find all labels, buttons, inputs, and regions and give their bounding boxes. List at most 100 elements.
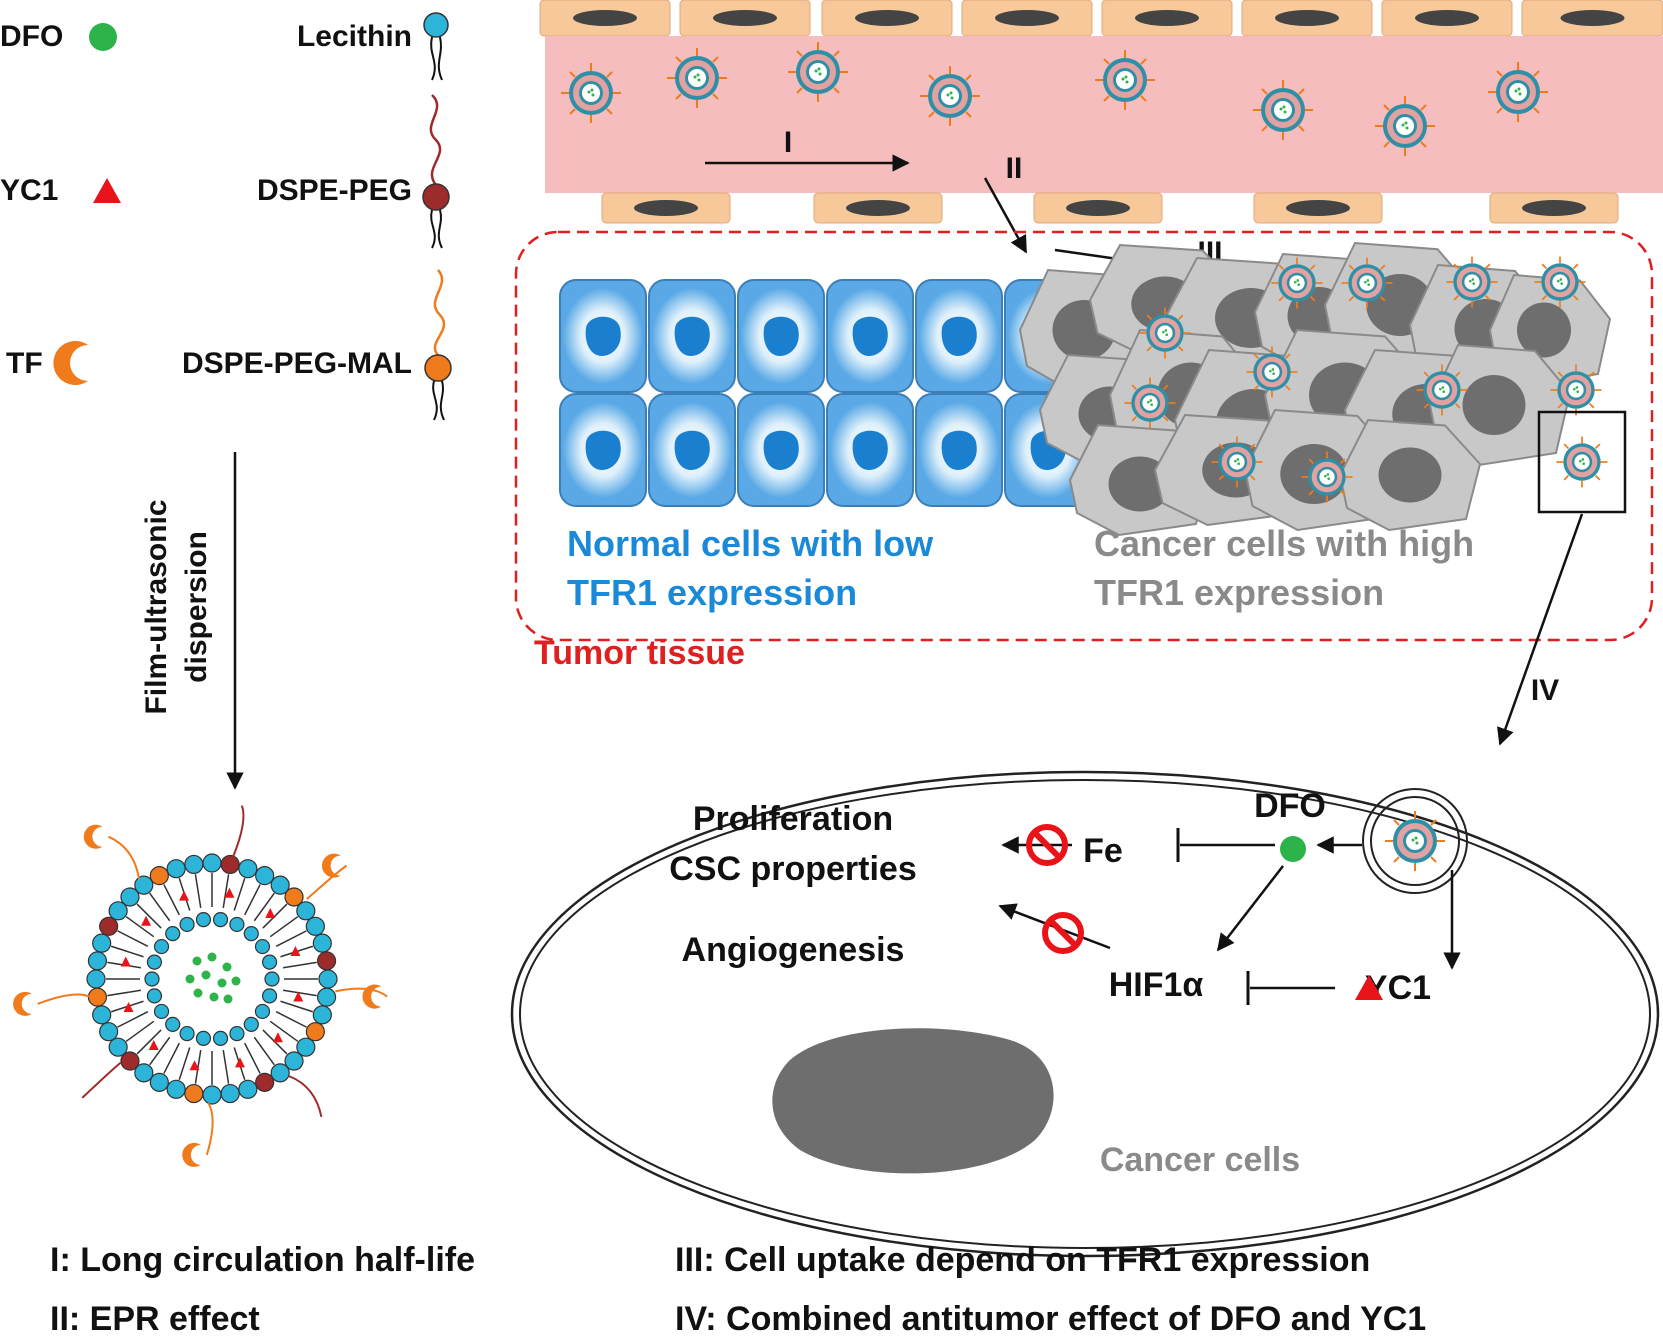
yc1-drug	[293, 991, 304, 1002]
dfo-drug	[192, 956, 202, 966]
yc1-drug	[120, 956, 131, 967]
lipid-tail	[244, 884, 261, 916]
dfo-to-hif-arrow	[1216, 865, 1284, 952]
peg-chain	[37, 993, 90, 1005]
lipid-tail	[163, 1042, 180, 1074]
lipid-head	[296, 901, 316, 921]
tf-ligand	[83, 824, 103, 849]
lipid-head	[229, 916, 245, 933]
lipid-tail	[275, 1011, 307, 1028]
lipid-head	[134, 1063, 154, 1083]
yc1-drug	[224, 887, 235, 898]
cancer-cells-label: Cancer cells	[1100, 1141, 1300, 1179]
dfo-drug	[217, 978, 227, 988]
lipid-head	[87, 987, 108, 1007]
normal-cell-nucleus	[674, 430, 710, 470]
footer-step-ii: II: EPR effect	[50, 1300, 260, 1338]
yc1-drug	[272, 1032, 283, 1043]
endothelial-nucleus	[1275, 10, 1339, 26]
lipid-head	[134, 875, 154, 895]
lipid-head	[305, 916, 325, 936]
dfo-drug	[222, 962, 232, 972]
lipid-head	[146, 954, 163, 970]
lipid-tail	[253, 892, 275, 922]
cancer-cell-nucleus	[1517, 302, 1571, 358]
yc1-drug	[141, 915, 152, 926]
lipid-head	[261, 988, 278, 1004]
endothelial-nucleus	[1286, 200, 1350, 216]
lipid-tail	[222, 874, 230, 909]
circulating-nanoparticle	[1487, 61, 1549, 123]
lipid-head	[220, 1083, 240, 1104]
angiogenesis-label: Angiogenesis	[682, 931, 905, 969]
normal-cell-nucleus	[941, 430, 977, 470]
circulating-nanoparticle	[1252, 79, 1314, 141]
tf-crescent-icon	[53, 340, 88, 385]
lipid-head	[312, 1005, 332, 1025]
lipid-head	[99, 916, 119, 936]
legend-tf-label: TF	[6, 347, 43, 380]
dfo-cell-label: DFO	[1254, 787, 1326, 825]
lipid-tail	[282, 961, 317, 969]
lipid-head	[92, 933, 112, 953]
endothelial-nucleus	[634, 200, 698, 216]
arrow-step-iv	[1497, 513, 1584, 746]
lipid-tail	[136, 1029, 162, 1055]
lipid-tail	[280, 1000, 314, 1013]
legend-lecithin-label: Lecithin	[297, 20, 412, 53]
legend-dspe-peg-mal-label: DSPE-PEG-MAL	[182, 347, 412, 380]
lipid-head	[284, 887, 304, 907]
blood-vessel: I II III	[539, 0, 1663, 287]
tf-ligand	[362, 984, 382, 1009]
lipid-head	[270, 875, 290, 895]
yc1-drug	[123, 1001, 134, 1012]
tf-ligand	[182, 1142, 201, 1167]
lipid-head	[153, 938, 170, 955]
tumor-tissue: Normal cells with low TFR1 expression Ca…	[514, 230, 1654, 672]
lipid-tail	[136, 903, 162, 929]
tf-ligand	[321, 853, 341, 878]
dfo-drug	[231, 976, 241, 986]
circulating-nanoparticle	[1094, 49, 1156, 111]
normal-cell-nucleus	[763, 316, 799, 356]
tumor-tissue-boundary	[514, 230, 1654, 642]
lipid-head	[195, 1030, 212, 1046]
normal-cell-nucleus	[585, 316, 621, 356]
proliferation-label: Proliferation	[693, 800, 893, 838]
lipid-head	[99, 1022, 119, 1042]
zoom-box	[1537, 410, 1627, 514]
dfo-drug	[193, 988, 203, 998]
normal-cell-nucleus	[674, 316, 710, 356]
peg-chain	[232, 805, 245, 858]
peg-chain	[108, 835, 141, 879]
lipid-head	[305, 1022, 325, 1042]
lipid-head	[202, 1085, 222, 1105]
lipid-head	[166, 1079, 186, 1099]
cancer-cell-detail: Proliferation CSC properties Angiogenesi…	[510, 770, 1660, 1258]
lipid-head	[255, 866, 275, 886]
lipid-head	[318, 969, 338, 989]
lipid-tail	[262, 903, 288, 929]
lipid-head	[146, 988, 163, 1004]
cancer-cells-line1: Cancer cells with high	[1094, 523, 1474, 564]
lipid-tail	[194, 1049, 202, 1084]
lipid-head	[270, 1063, 290, 1083]
footer-legend: I: Long circulation half-life II: EPR ef…	[50, 1241, 1426, 1338]
lipid-tail	[149, 892, 171, 922]
lipid-head	[312, 933, 332, 953]
peg-chain	[335, 987, 388, 998]
normal-cells-line1: Normal cells with low	[567, 523, 934, 564]
lipid-head	[212, 912, 229, 928]
legend-dspe-peg-label: DSPE-PEG	[257, 174, 412, 207]
tf-ligand	[13, 991, 32, 1016]
normal-cells-grid	[559, 279, 1092, 507]
dfo-drug	[207, 952, 217, 962]
yc1-drug	[179, 890, 190, 901]
lipid-head	[120, 1051, 140, 1071]
lipid-head	[243, 926, 259, 942]
endothelial-nucleus	[1415, 10, 1479, 26]
dspe-peg-mal-icon	[424, 269, 452, 421]
hif1a-label: HIF1α	[1109, 966, 1204, 1004]
dfo-drug	[185, 974, 195, 984]
normal-cell-nucleus	[852, 316, 888, 356]
